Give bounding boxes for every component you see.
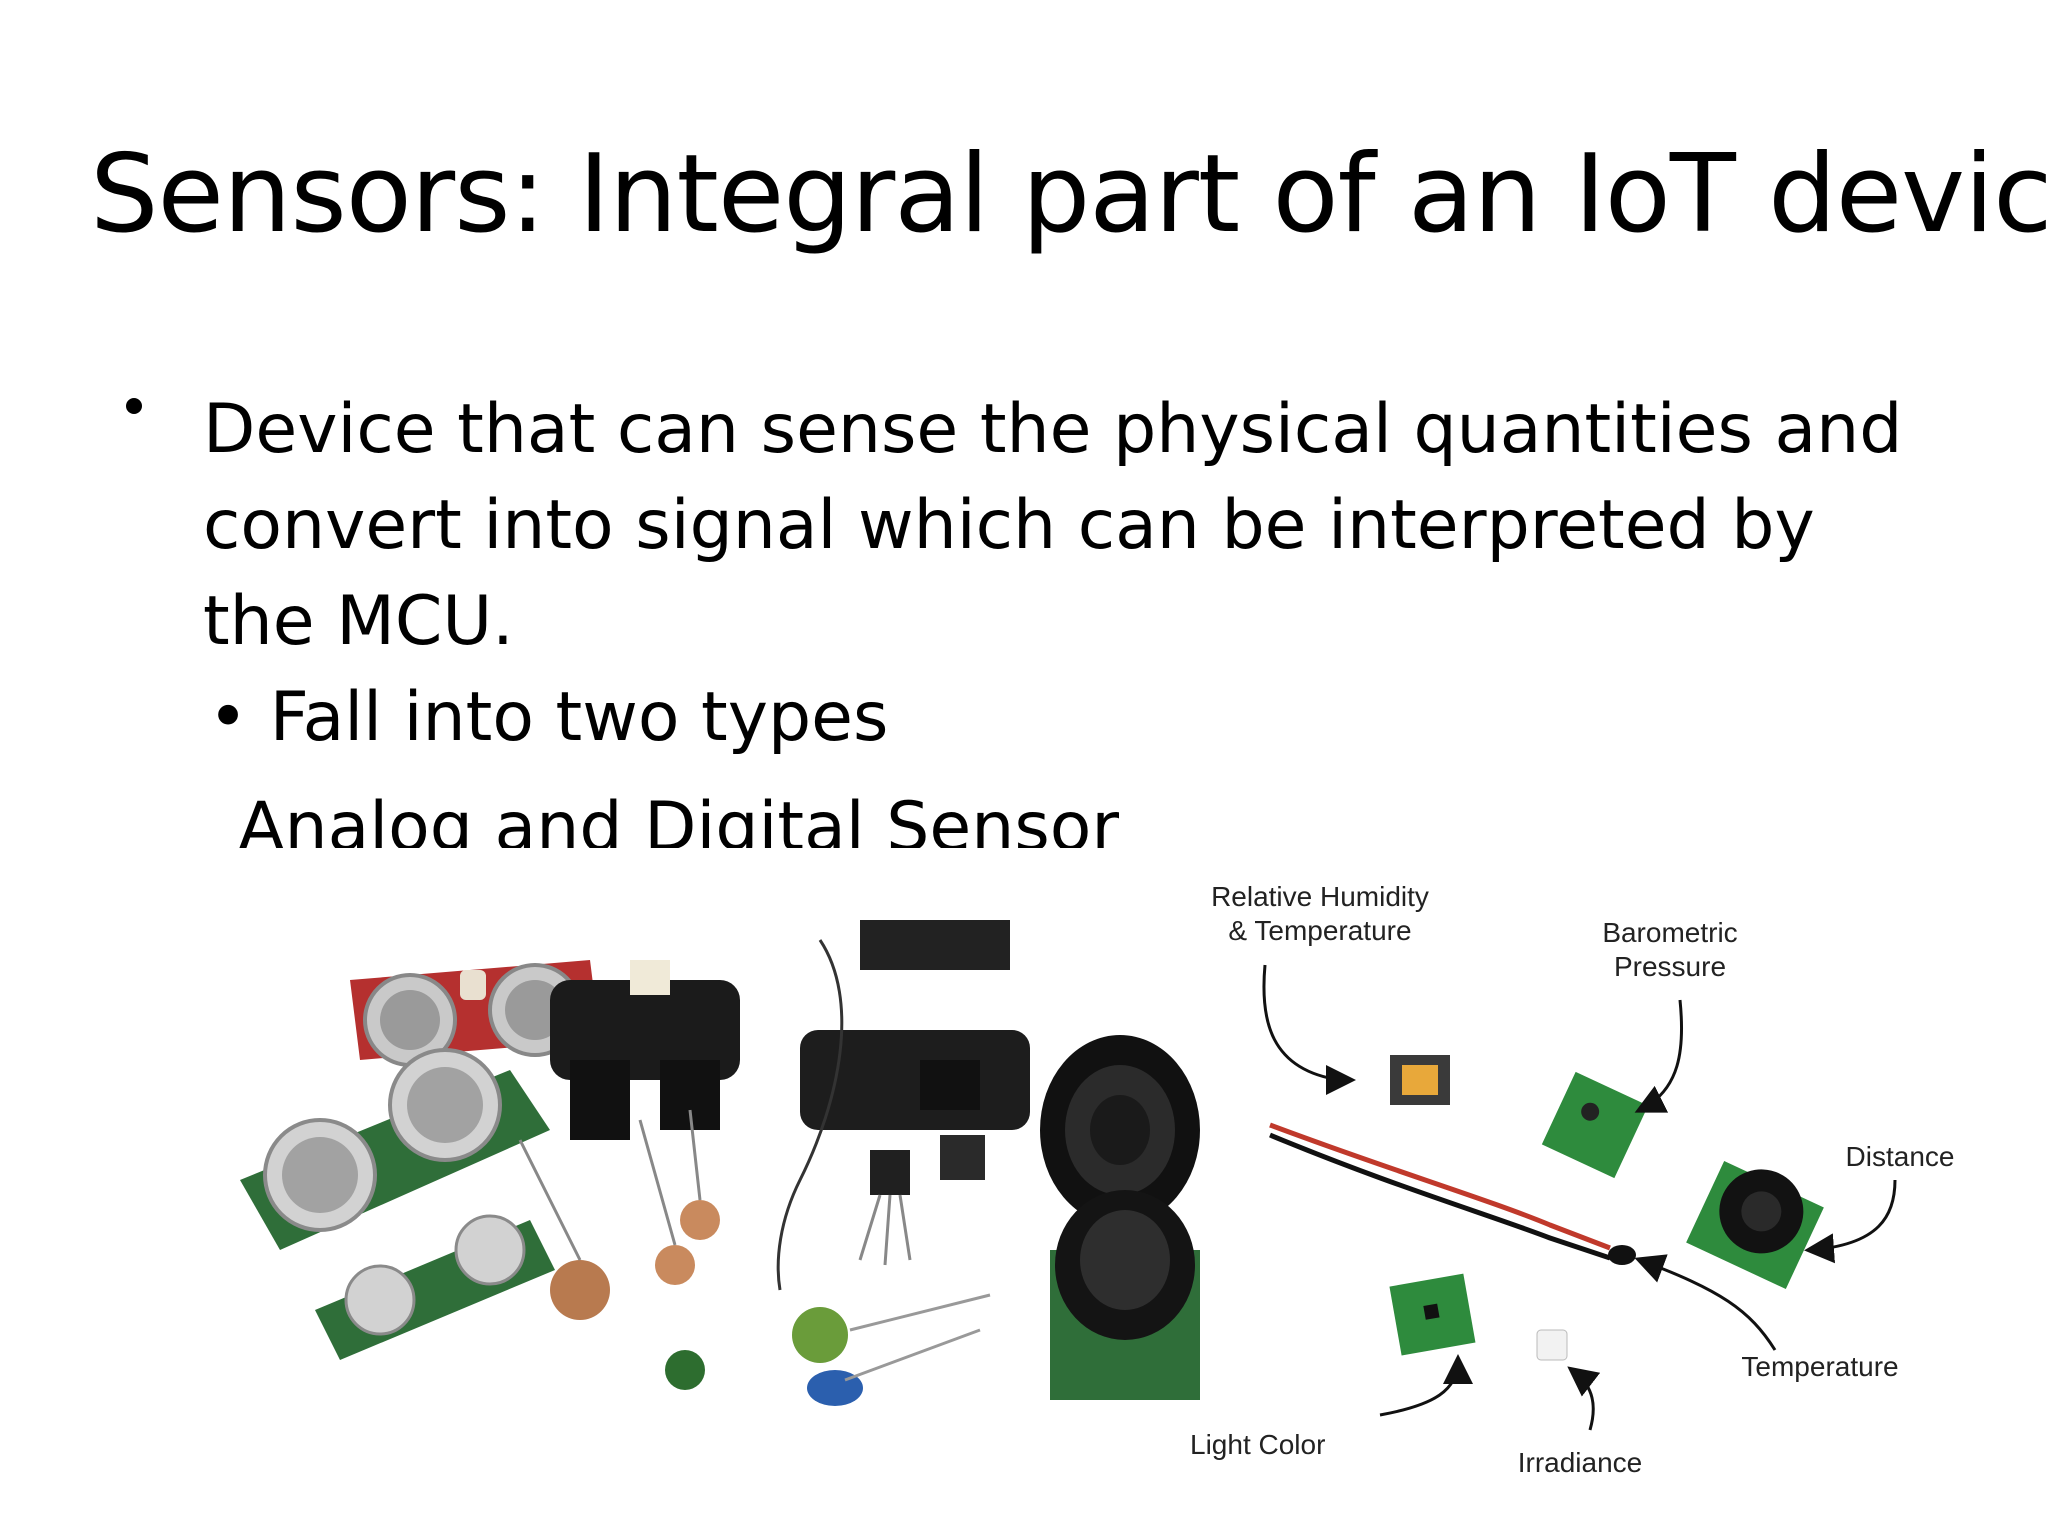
sub-bullet-text: • Fall into two types: [208, 678, 889, 757]
bullet-icon: [126, 398, 142, 414]
bullet-main-text: Device that can sense the physical quant…: [203, 390, 1903, 661]
green-ultrasonic-sensor-icon: [240, 1048, 555, 1360]
capacitor-icon: [665, 1293, 991, 1406]
label-temperature: Temperature: [1741, 1351, 1899, 1382]
sub-bullet-detail: Analog and Digital Sensor: [238, 788, 1120, 848]
sensor-assortment-photo: [240, 920, 1200, 1406]
label-light-color: Light Color: [1190, 1429, 1326, 1460]
ir-distance-sensor-icon: [550, 920, 1030, 1140]
cable-black: [1269, 1132, 1611, 1261]
label-relative-humidity: Relative Humidity & Temperature: [1211, 881, 1429, 946]
temperature-sensor-icon: [1608, 1245, 1636, 1265]
transistor-icon: [858, 1135, 985, 1266]
slide-title: Sensors: Integral part of an IoT device: [90, 132, 2048, 257]
label-distance: Distance: [1845, 1141, 1955, 1172]
label-irradiance: Irradiance: [1517, 1447, 1643, 1478]
humidity-sensor-icon: [1390, 1055, 1450, 1105]
cable-red: [1269, 1122, 1611, 1251]
irradiance-sensor-icon: [1536, 1329, 1568, 1361]
barometric-sensor-icon: [1541, 1071, 1649, 1179]
maxbotix-sensor-icon: [1040, 1035, 1200, 1400]
photoresistor-icon: [518, 1109, 720, 1320]
label-barometric-pressure: Barometric Pressure: [1602, 917, 1738, 982]
red-ultrasonic-sensor-icon: [350, 960, 600, 1067]
distance-sensor-icon: [1686, 1160, 1824, 1290]
sensor-diagram: Relative Humidity & Temperature Barometr…: [1190, 870, 1990, 1490]
light-color-sensor-icon: [1389, 1273, 1476, 1356]
